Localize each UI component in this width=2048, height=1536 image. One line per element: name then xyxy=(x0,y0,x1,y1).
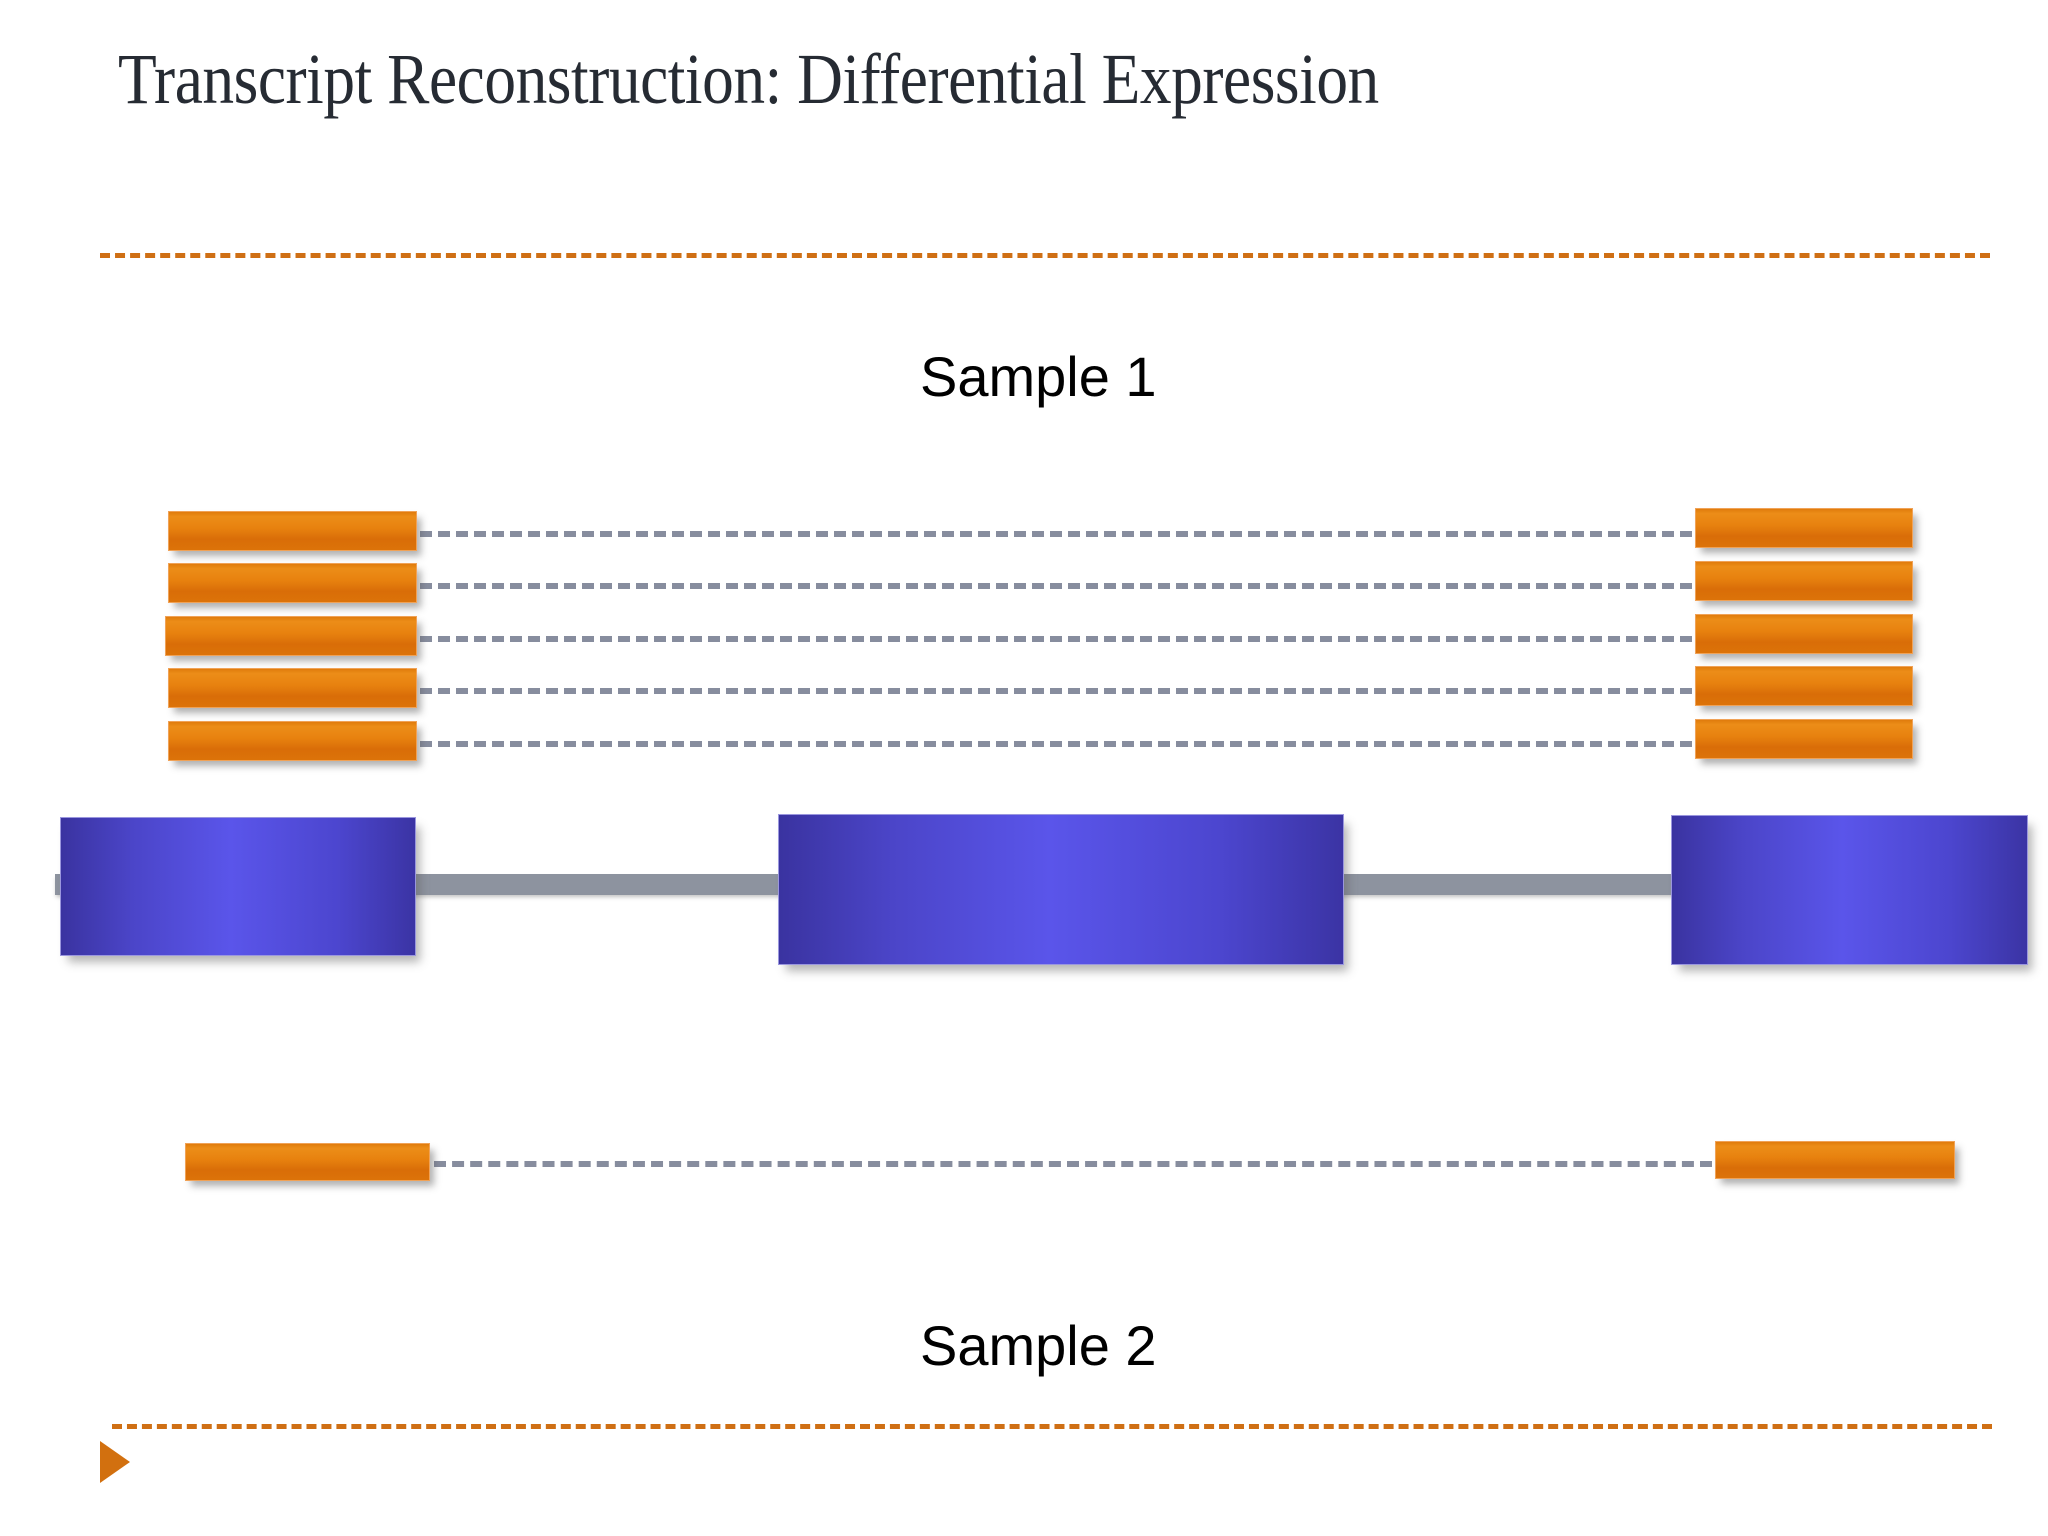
pair-link xyxy=(420,636,1692,642)
sample-1-label: Sample 1 xyxy=(920,345,1157,408)
read-block-left xyxy=(165,616,417,656)
sample-2-label: Sample 2 xyxy=(920,1314,1157,1377)
read-block-left xyxy=(185,1143,430,1181)
pair-link xyxy=(420,583,1692,589)
exon-box-2 xyxy=(778,814,1344,965)
exon-box-1 xyxy=(60,817,416,956)
read-block-right xyxy=(1695,561,1913,601)
title-divider xyxy=(100,253,1990,258)
read-block-left xyxy=(168,721,417,761)
pair-link xyxy=(434,1161,1712,1167)
triangle-right-icon xyxy=(100,1441,130,1483)
pair-link xyxy=(420,741,1692,747)
pair-link xyxy=(420,688,1692,694)
exon-box-3 xyxy=(1671,815,2028,965)
read-block-left xyxy=(168,668,417,708)
pair-link xyxy=(420,531,1692,537)
page-title: Transcript Reconstruction: Differential … xyxy=(118,39,1379,119)
read-block-right xyxy=(1715,1141,1955,1179)
read-block-left xyxy=(168,511,417,551)
read-block-right xyxy=(1695,666,1913,706)
read-block-left xyxy=(168,563,417,603)
footer-divider xyxy=(112,1424,1992,1429)
read-block-right xyxy=(1695,719,1913,759)
read-block-right xyxy=(1695,614,1913,654)
read-block-right xyxy=(1695,508,1913,548)
